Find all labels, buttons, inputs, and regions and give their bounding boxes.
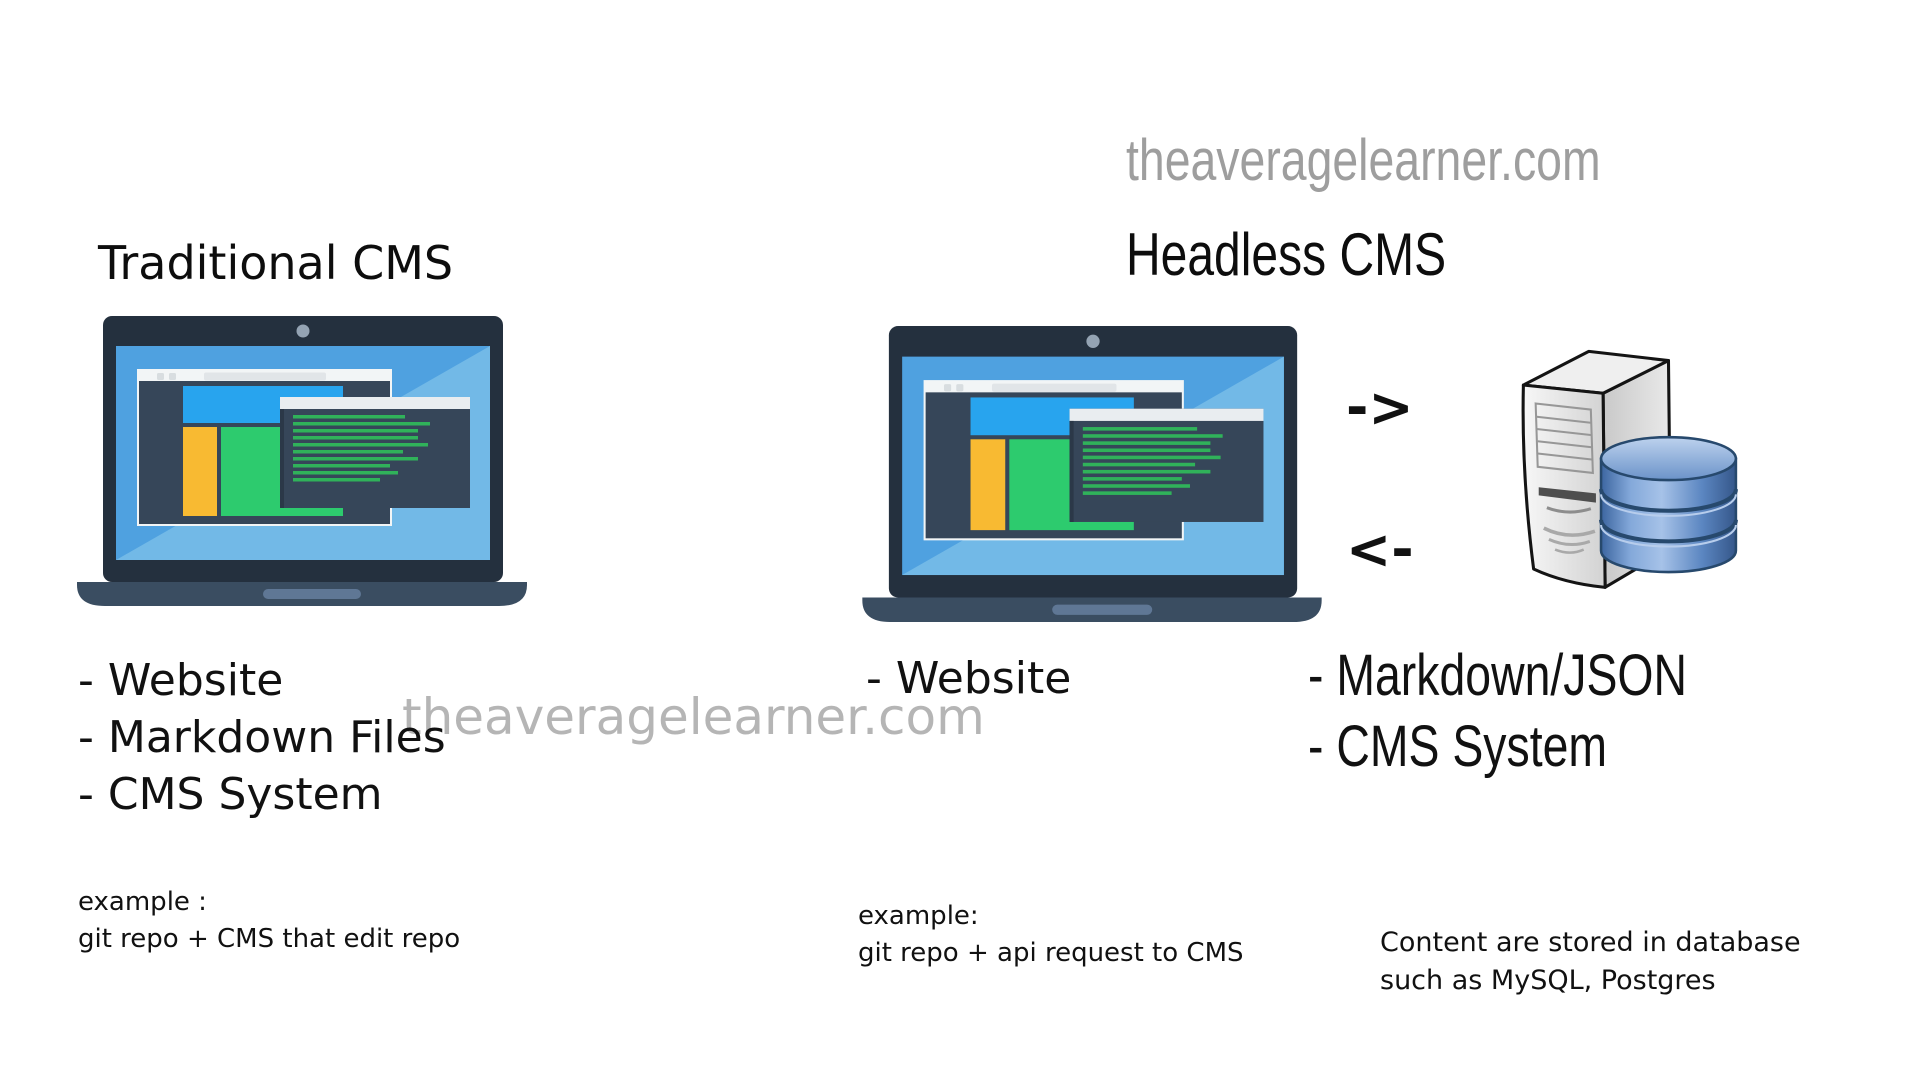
list-item: - Website <box>78 655 284 706</box>
brand-text-top-label: theaveragelearner.com <box>1126 128 1601 193</box>
headless-example: example: git repo + api request to CMS <box>858 898 1244 972</box>
arrow-to-server: -> <box>1346 376 1414 439</box>
note-line: Content are stored in database <box>1380 927 1801 958</box>
headless-cms-title: Headless CMS <box>1126 220 1526 290</box>
headless-laptop-icon <box>862 326 1322 622</box>
list-item: - CMS System <box>78 769 383 820</box>
server-storage-note: Content are stored in database such as M… <box>1380 924 1801 1000</box>
headless-server-list: - Markdown/JSON - CMS System <box>1308 640 1782 782</box>
traditional-example: example : git repo + CMS that edit repo <box>78 884 460 958</box>
brand-watermark: theaveragelearner.com <box>402 688 985 746</box>
arrow-to-client: <- <box>1346 518 1414 581</box>
server-database-icon <box>1521 349 1738 589</box>
traditional-laptop-icon <box>77 316 527 606</box>
traditional-feature-list: - Website - Markdown Files - CMS System <box>78 652 446 823</box>
example-label: example : <box>78 887 207 917</box>
note-line: such as MySQL, Postgres <box>1380 965 1716 996</box>
example-text: git repo + CMS that edit repo <box>78 924 461 954</box>
traditional-cms-title: Traditional CMS <box>98 236 454 290</box>
list-item: - CMS System <box>1308 714 1608 779</box>
list-item: - Markdown/JSON <box>1308 643 1688 708</box>
list-item: - Website <box>866 653 1072 704</box>
brand-text-top: theaveragelearner.com <box>1126 126 1719 194</box>
headless-cms-title-label: Headless CMS <box>1126 221 1447 288</box>
headless-laptop-list: - Website <box>866 650 1071 707</box>
example-text: git repo + api request to CMS <box>858 938 1244 968</box>
example-label: example: <box>858 901 979 931</box>
database-cylinder <box>1599 435 1738 574</box>
list-item: - Markdown Files <box>78 712 446 763</box>
